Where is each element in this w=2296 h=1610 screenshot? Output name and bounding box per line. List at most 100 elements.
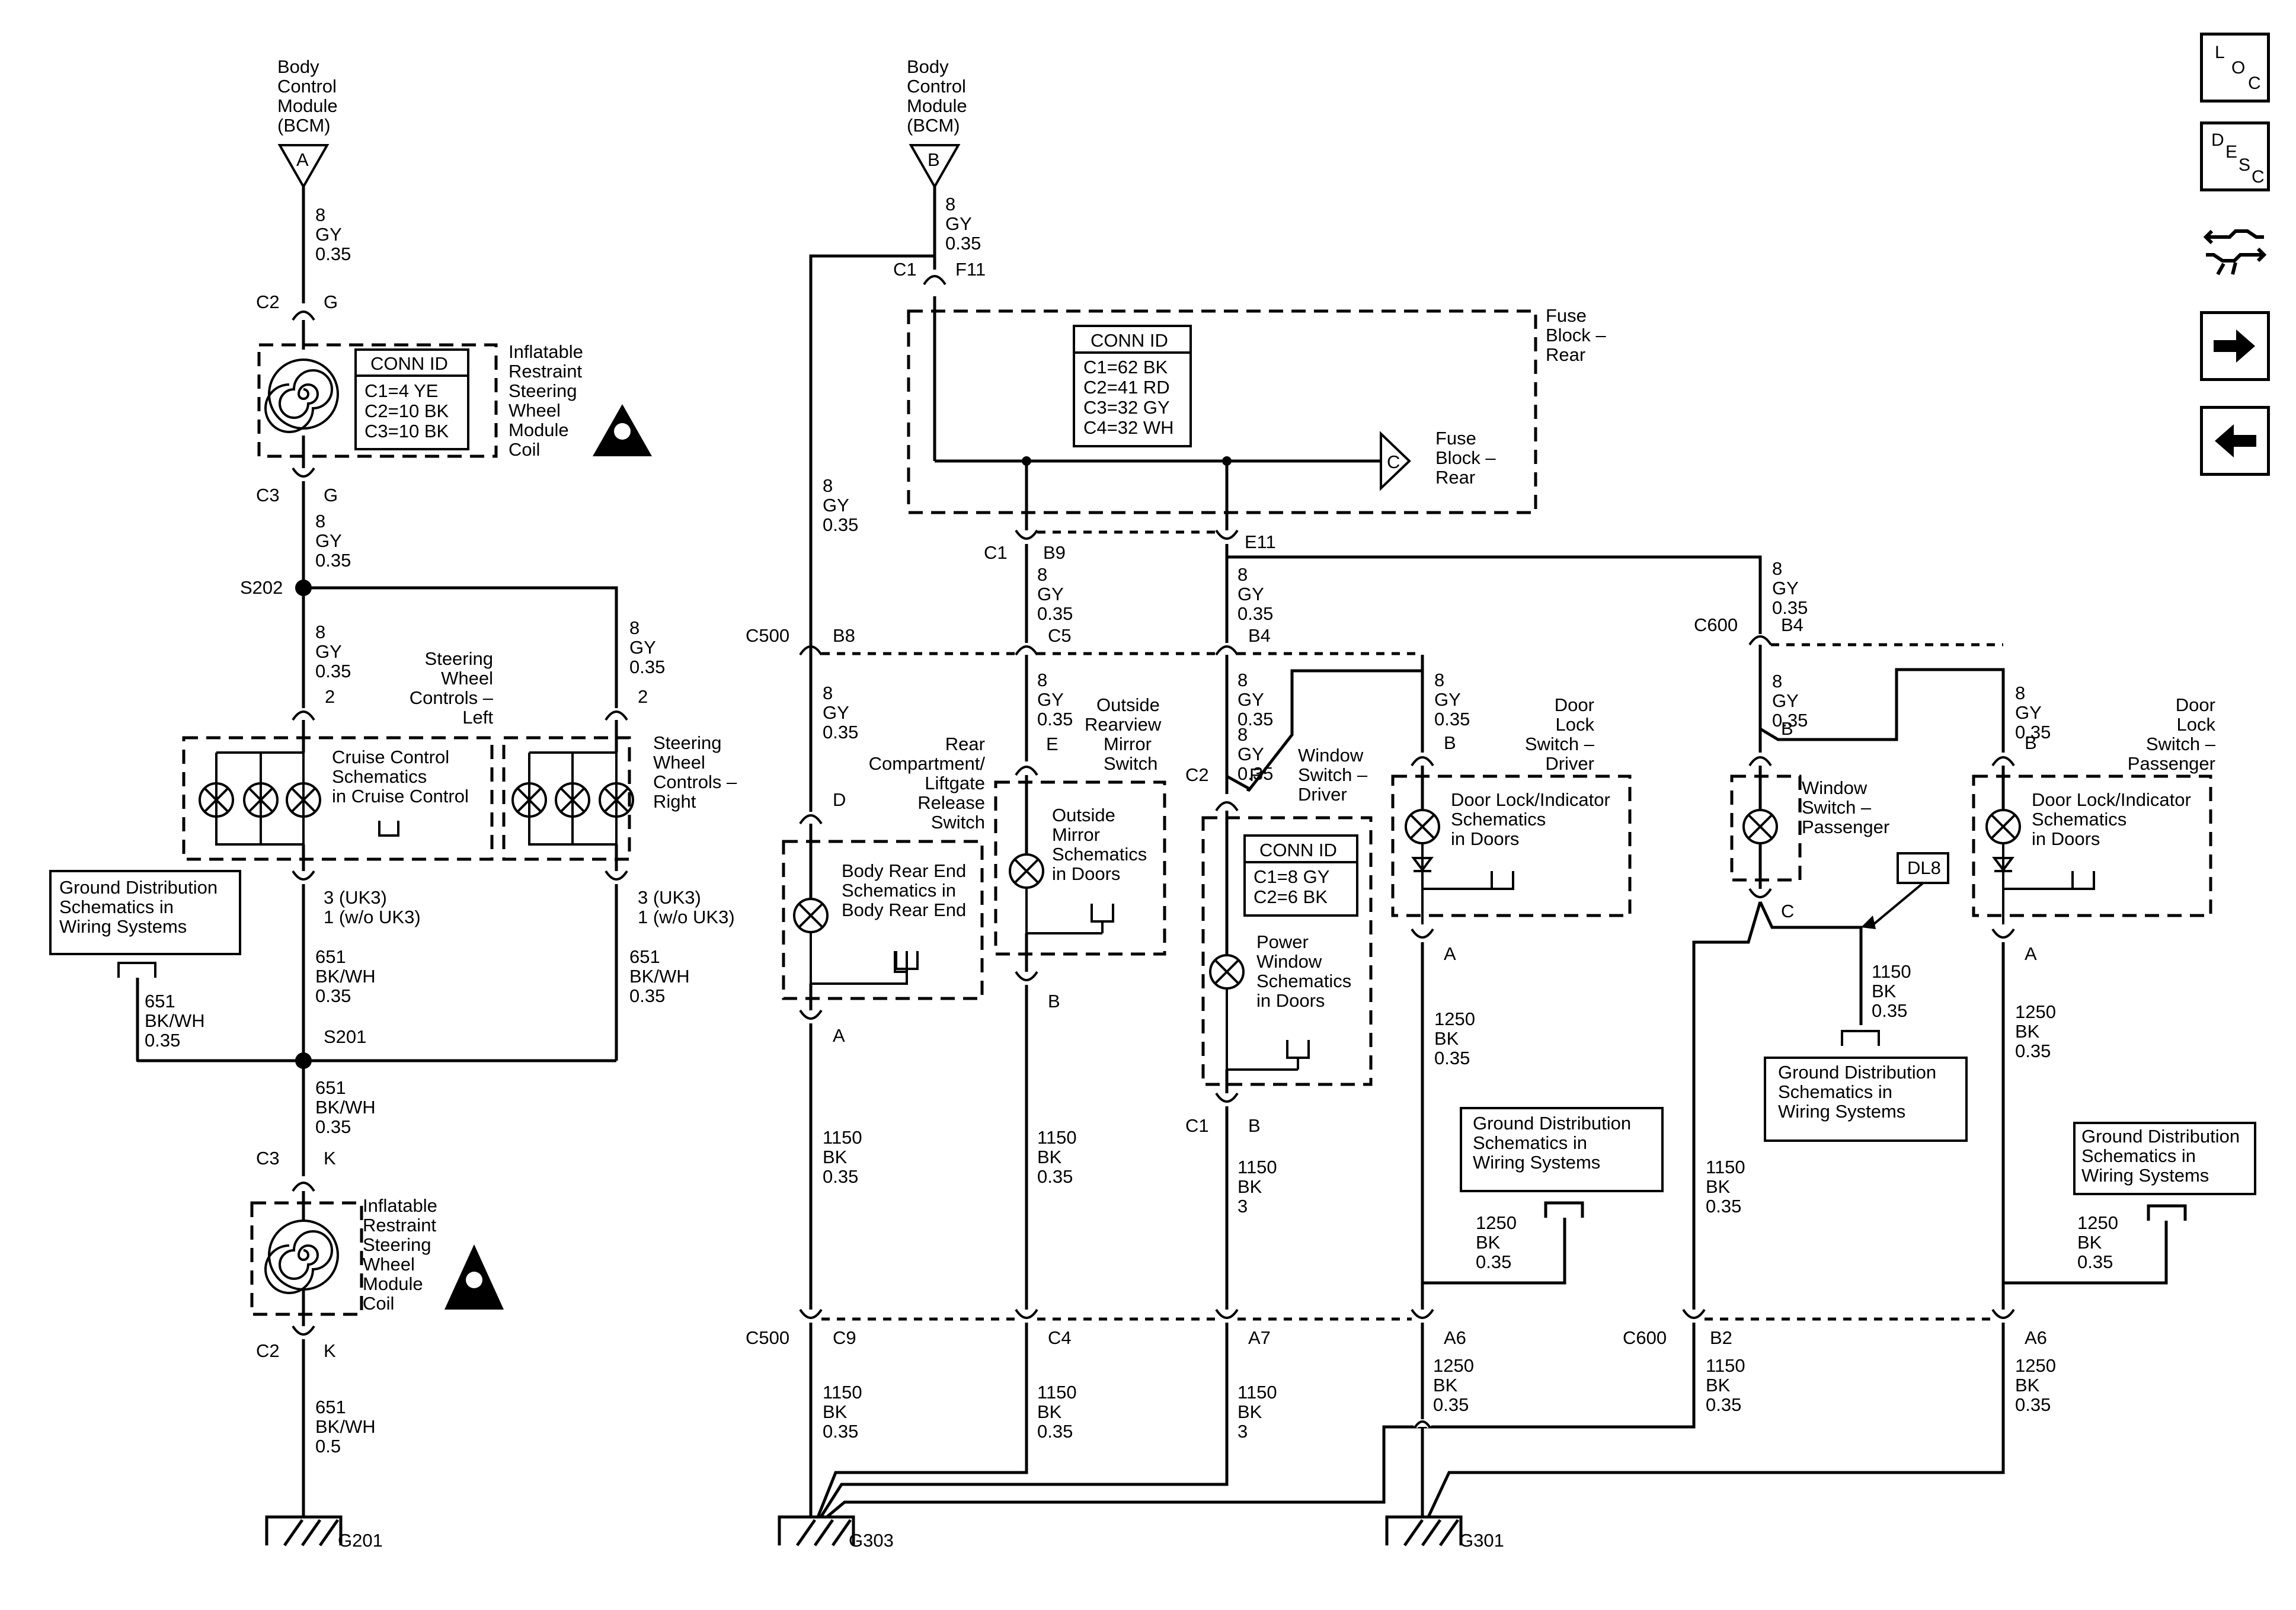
svg-text:C: C	[1387, 452, 1400, 472]
svg-text:1150: 1150	[1037, 1127, 1077, 1148]
svg-text:in Doors: in Doors	[1052, 863, 1120, 884]
svg-text:DL8: DL8	[1907, 857, 1941, 878]
svg-text:K: K	[324, 1148, 336, 1169]
connid-fuse-box	[1073, 325, 1192, 447]
svg-text:Outside: Outside	[1096, 694, 1160, 715]
svg-text:Switch –: Switch –	[2146, 734, 2216, 754]
fuse-block-rear-box	[907, 309, 1537, 514]
svg-text:Schematics: Schematics	[2032, 809, 2126, 830]
svg-text:B4: B4	[1248, 625, 1271, 646]
svg-text:BK: BK	[1237, 1176, 1262, 1197]
svg-text:Wiring Systems: Wiring Systems	[2081, 1165, 2209, 1186]
location-button[interactable]: L O C	[2200, 33, 2270, 103]
ground-distribution-ref-left	[49, 870, 241, 955]
outside-mirror-switch-box	[994, 780, 1166, 956]
svg-text:651: 651	[315, 946, 346, 967]
svg-text:3 (UK3): 3 (UK3)	[324, 887, 387, 908]
svg-text:0.35: 0.35	[2015, 722, 2051, 742]
svg-text:Fuse: Fuse	[1546, 305, 1587, 326]
svg-text:8: 8	[1037, 670, 1047, 690]
inflatable-coil-bottom-box	[250, 1201, 363, 1316]
connid-window-box	[1243, 834, 1358, 917]
svg-text:GY: GY	[315, 641, 342, 662]
svg-text:Wiring Systems: Wiring Systems	[1778, 1101, 1905, 1122]
svg-text:C2: C2	[256, 292, 280, 312]
svg-text:0.35: 0.35	[1433, 1394, 1469, 1415]
svg-text:BK: BK	[2015, 1021, 2040, 1042]
door-lock-driver-box	[1391, 774, 1632, 917]
connid-coil-box	[354, 348, 469, 450]
svg-text:Lock: Lock	[1556, 714, 1595, 735]
svg-text:0.35: 0.35	[1706, 1196, 1741, 1217]
svg-text:C2: C2	[1185, 764, 1209, 785]
svg-text:Body: Body	[907, 56, 949, 77]
svg-text:1 (w/o UK3): 1 (w/o UK3)	[324, 907, 421, 927]
svg-text:BK: BK	[1037, 1147, 1062, 1167]
svg-text:C1=62 BK: C1=62 BK	[1083, 357, 1168, 377]
window-switch-driver-box	[1201, 816, 1373, 1086]
svg-text:G: G	[324, 485, 338, 505]
clockspring-icon	[264, 1219, 339, 1294]
svg-text:Outside: Outside	[1052, 805, 1115, 825]
svg-text:Coil: Coil	[509, 439, 540, 460]
svg-text:Passenger: Passenger	[1802, 817, 1889, 837]
bcm-a-label-2: Control	[277, 76, 337, 97]
svg-text:8: 8	[1237, 670, 1248, 690]
svg-text:Door: Door	[1555, 694, 1594, 715]
svg-text:Window: Window	[1802, 777, 1868, 798]
svg-text:C1=4 YE: C1=4 YE	[364, 380, 438, 401]
svg-text:651: 651	[145, 991, 175, 1012]
svg-text:CONN ID: CONN ID	[370, 353, 448, 374]
svg-text:1250: 1250	[2015, 1355, 2056, 1376]
svg-text:Switch –: Switch –	[1525, 734, 1595, 754]
svg-text:Body Rear End: Body Rear End	[842, 900, 966, 920]
bcm-a-pin: A	[296, 149, 309, 170]
svg-text:1250: 1250	[1433, 1355, 1474, 1376]
svg-text:Compartment/: Compartment/	[869, 753, 986, 774]
svg-text:CONN ID: CONN ID	[1259, 840, 1337, 860]
svg-text:G301: G301	[1459, 1530, 1504, 1551]
svg-text:Module: Module	[363, 1273, 423, 1294]
svg-text:GY: GY	[1037, 689, 1064, 710]
svg-text:8: 8	[315, 204, 325, 225]
svg-text:Schematics: Schematics	[1256, 971, 1351, 991]
svg-text:C600: C600	[1623, 1327, 1667, 1348]
svg-text:in Cruise Control: in Cruise Control	[332, 786, 469, 806]
svg-text:E11: E11	[1245, 532, 1276, 552]
svg-text:D: D	[833, 789, 846, 810]
svg-text:Schematics in: Schematics in	[59, 897, 174, 917]
fuse-c-triangle	[1380, 431, 1411, 491]
svg-text:Mirror: Mirror	[1104, 734, 1152, 754]
svg-text:Restraint: Restraint	[509, 361, 582, 382]
svg-text:C500: C500	[746, 1327, 789, 1348]
svg-text:Body Rear End: Body Rear End	[842, 860, 966, 881]
svg-text:BK: BK	[1237, 1401, 1262, 1422]
svg-text:C4: C4	[1048, 1327, 1072, 1348]
svg-text:C1: C1	[1185, 1115, 1209, 1136]
svg-text:Wheel: Wheel	[441, 668, 493, 689]
svg-text:0.35: 0.35	[145, 1030, 180, 1051]
svg-text:Door: Door	[2176, 694, 2215, 715]
svg-text:B9: B9	[1043, 542, 1066, 563]
svg-text:Module: Module	[509, 420, 569, 440]
svg-text:BK: BK	[1476, 1232, 1501, 1253]
svg-text:C2=41 RD: C2=41 RD	[1083, 377, 1170, 398]
svg-text:GY: GY	[315, 224, 342, 245]
svg-text:Window: Window	[1298, 745, 1364, 766]
connector-end-view-button[interactable]	[2200, 210, 2270, 280]
svg-text:Liftgate: Liftgate	[925, 773, 985, 793]
svg-text:G: G	[324, 292, 338, 312]
svg-text:Schematics in: Schematics in	[1778, 1081, 1892, 1102]
svg-text:651: 651	[315, 1397, 346, 1417]
svg-text:BK: BK	[823, 1401, 848, 1422]
svg-text:1150: 1150	[1237, 1157, 1277, 1177]
svg-text:8: 8	[823, 475, 833, 496]
ground-distribution-ref-right-middle	[1764, 1057, 1968, 1142]
next-page-button[interactable]	[2200, 311, 2270, 381]
previous-page-button[interactable]	[2200, 406, 2270, 476]
airbag-warning-icon	[593, 404, 652, 456]
svg-text:Rearview: Rearview	[1085, 714, 1162, 735]
description-button[interactable]: D E S C	[2200, 121, 2270, 191]
svg-text:8: 8	[1772, 558, 1782, 579]
svg-text:Schematics in: Schematics in	[1473, 1132, 1587, 1153]
